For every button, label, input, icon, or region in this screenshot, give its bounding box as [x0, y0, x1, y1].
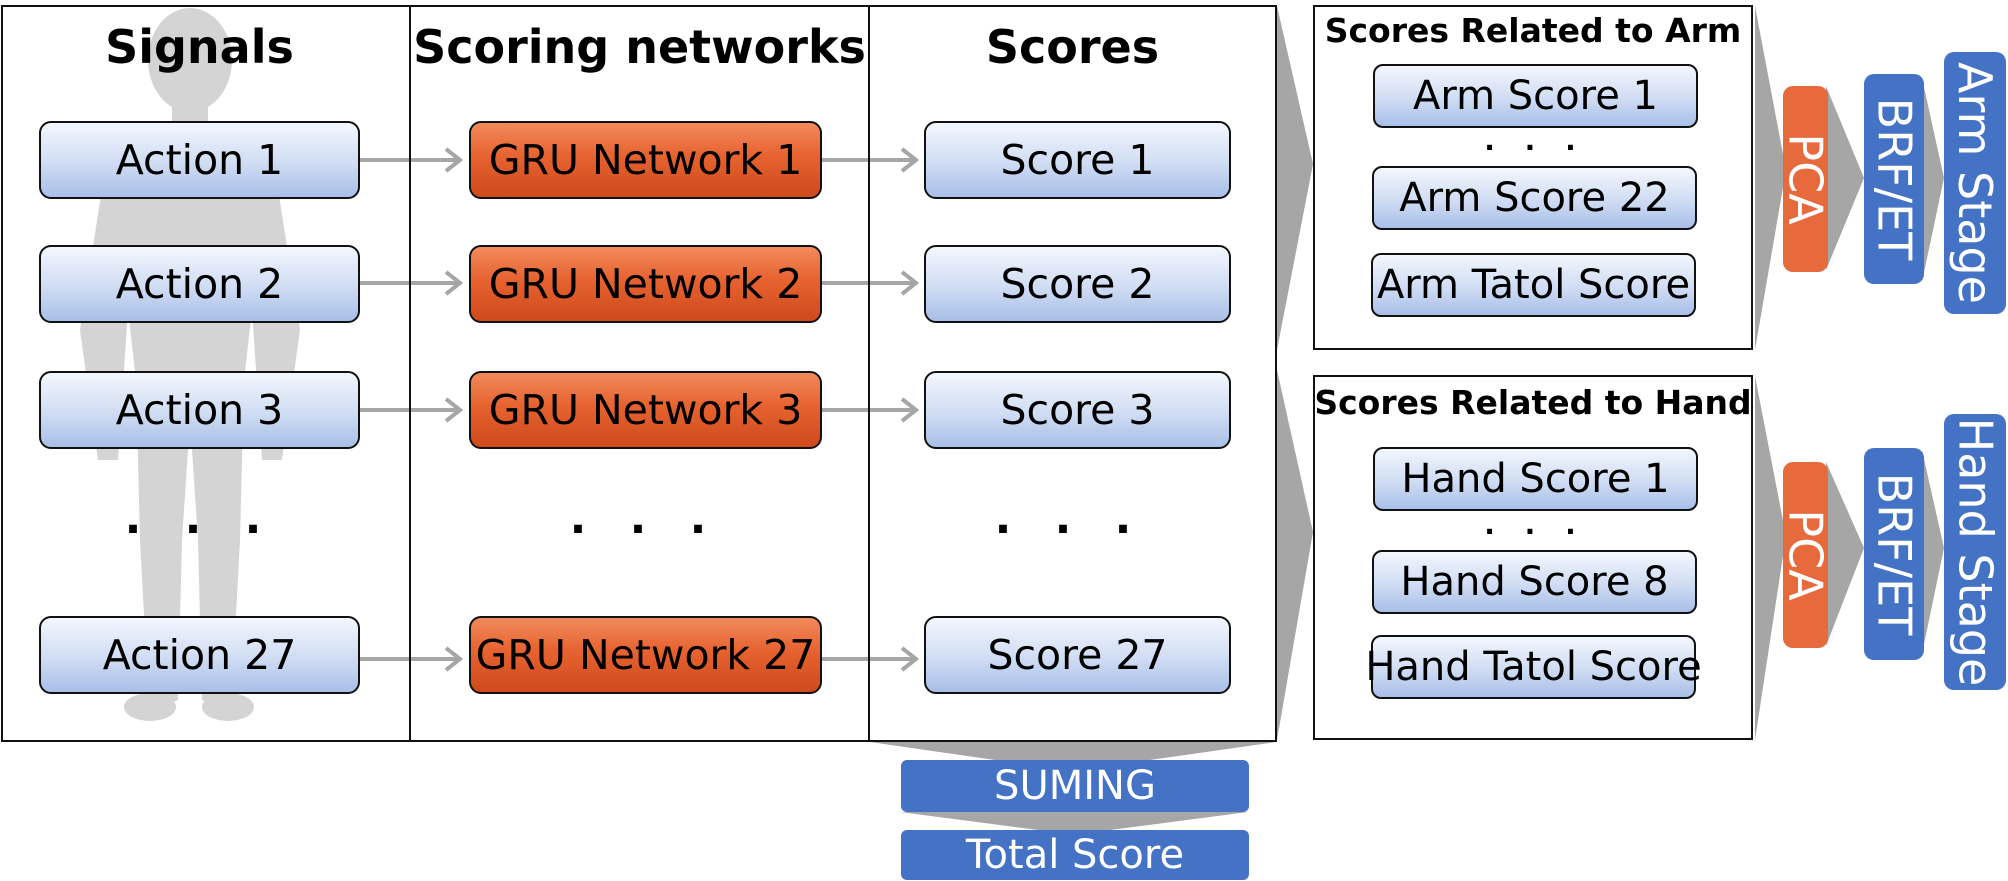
hand-ellipsis: · · ·: [1484, 515, 1586, 548]
gru-network-27-box: GRU Network 27: [469, 616, 822, 694]
arm-model-to-stage-chevron: [1922, 78, 1944, 282]
score-2-box: Score 2: [924, 245, 1231, 323]
scoring-networks-title: Scoring networks: [413, 20, 866, 74]
gru-network-3-box: GRU Network 3: [469, 371, 822, 449]
hand-panel-title: Scores Related to Hand: [1314, 383, 1752, 422]
arm-panel-title: Scores Related to Arm: [1324, 11, 1742, 50]
action-3-box: Action 3: [39, 371, 360, 449]
hand-score-8-box: Hand Score 8: [1372, 550, 1697, 614]
hand-model-to-stage-chevron: [1922, 450, 1944, 654]
summing-box: SUMING: [901, 760, 1249, 812]
hand-score-1-box: Hand Score 1: [1373, 447, 1698, 511]
arm-total-score-box: Arm Tatol Score: [1371, 253, 1696, 317]
hand-total-score-box: Hand Tatol Score: [1365, 635, 1702, 699]
networks-ellipsis: · · ·: [569, 504, 721, 555]
hand-scores-panel: [1313, 375, 1753, 740]
arm-brf-et-box: BRF/ET: [1864, 74, 1924, 284]
scores-to-arm-chevron: [1277, 6, 1313, 350]
hand-pca-to-model-chevron: [1826, 462, 1864, 646]
action-2-box: Action 2: [39, 245, 360, 323]
scores-title: Scores: [985, 20, 1160, 74]
total-score-box: Total Score: [901, 830, 1249, 880]
hand-to-pca-chevron: [1755, 376, 1786, 740]
arm-to-pca-chevron: [1755, 6, 1786, 350]
scores-ellipsis: · · ·: [994, 504, 1146, 555]
signals-ellipsis: · · ·: [124, 504, 276, 555]
arm-stage-box: Arm Stage: [1944, 52, 2006, 314]
score-3-box: Score 3: [924, 371, 1231, 449]
action-1-box: Action 1: [39, 121, 360, 199]
gru-network-2-box: GRU Network 2: [469, 245, 822, 323]
hand-stage-box: Hand Stage: [1944, 414, 2006, 690]
summing-to-total-funnel: [900, 812, 1248, 830]
arm-scores-panel: [1313, 5, 1753, 350]
scores-panel: [868, 5, 1277, 742]
arm-pca-box: PCA: [1779, 86, 1833, 272]
score-27-box: Score 27: [924, 616, 1231, 694]
signals-title: Signals: [105, 20, 294, 74]
arm-score-1-box: Arm Score 1: [1373, 64, 1698, 128]
scores-to-summing-funnel: [870, 742, 1276, 760]
arm-pca-to-model-chevron: [1826, 86, 1864, 270]
scores-to-hand-chevron: [1277, 370, 1313, 740]
hand-brf-et-box: BRF/ET: [1864, 448, 1924, 660]
action-27-box: Action 27: [39, 616, 360, 694]
score-1-box: Score 1: [924, 121, 1231, 199]
arm-ellipsis: · · ·: [1484, 131, 1586, 164]
gru-network-1-box: GRU Network 1: [469, 121, 822, 199]
arm-score-22-box: Arm Score 22: [1372, 166, 1697, 230]
chevron-connectors: [870, 6, 1944, 830]
hand-pca-box: PCA: [1779, 462, 1833, 648]
